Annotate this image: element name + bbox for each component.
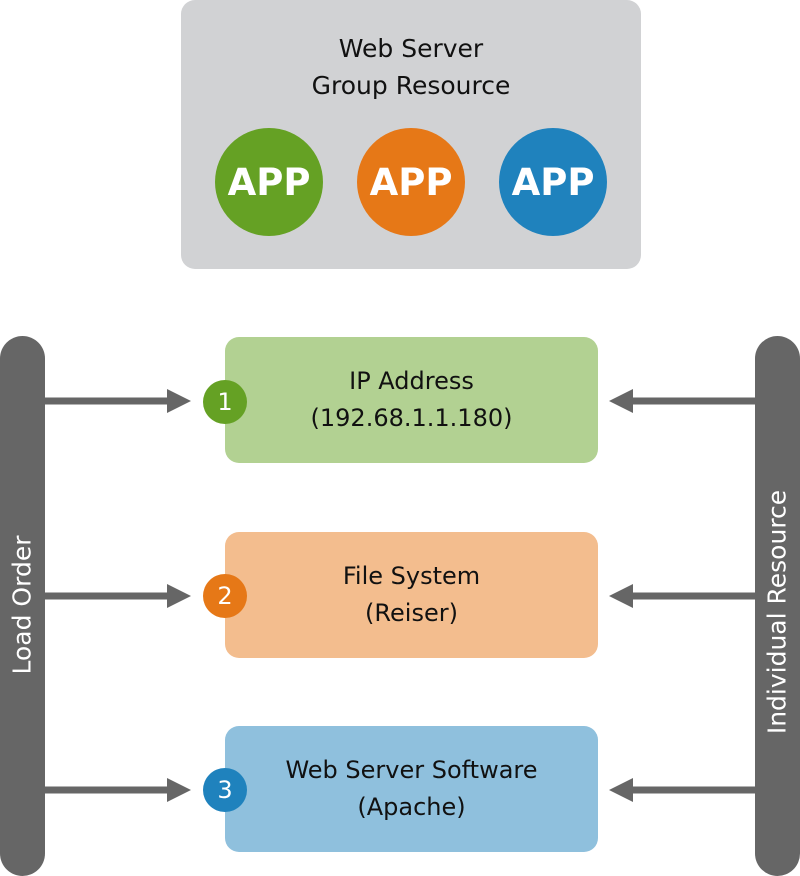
group-title-line1: Web Server: [338, 34, 484, 63]
resource-detail: (Reiser): [365, 599, 458, 627]
individual-resource-bar: [755, 336, 800, 876]
app-circle-green: APP: [215, 128, 323, 236]
resource-title: Web Server Software: [285, 756, 538, 784]
arrow-head-left: [609, 584, 633, 608]
group-title: Web Server Group Resource: [181, 30, 641, 104]
app-circle-orange: APP: [357, 128, 465, 236]
arrow-head-right: [167, 778, 191, 802]
app-circle-blue: APP: [499, 128, 607, 236]
order-badge-1: 1: [203, 380, 247, 424]
resource-file-system: File System (Reiser): [225, 532, 598, 658]
resource-web-server-software: Web Server Software (Apache): [225, 726, 598, 852]
resource-title: File System: [342, 562, 481, 590]
order-badge-2: 2: [203, 574, 247, 618]
resource-title: IP Address: [349, 367, 474, 395]
resource-ip-address: IP Address (192.68.1.1.180): [225, 337, 598, 463]
resource-detail: (192.68.1.1.180): [310, 404, 513, 432]
arrow-head-right: [167, 389, 191, 413]
load-order-bar: [0, 336, 45, 876]
order-badge-3: 3: [203, 768, 247, 812]
arrow-head-left: [609, 778, 633, 802]
resource-detail: (Apache): [357, 793, 466, 821]
load-order-label: Load Order: [7, 535, 37, 675]
arrow-head-left: [609, 389, 633, 413]
web-server-group-resource: Web Server Group Resource APP APP APP: [181, 0, 641, 269]
group-title-line2: Group Resource: [311, 71, 511, 100]
individual-resource-label: Individual Resource: [762, 489, 792, 735]
arrow-head-right: [167, 584, 191, 608]
